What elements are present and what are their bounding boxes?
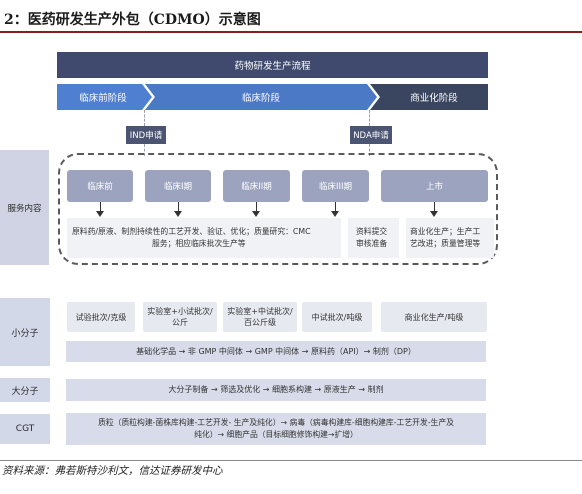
services-section-label: 服务内容 (0, 150, 49, 265)
service-desc-line1: 原料药/原液、制剂持续性的工艺开发、验证、优化；质量研究：CMC (72, 227, 311, 236)
stage-arrows: 临床前阶段 临床阶段 商业化阶段 (57, 84, 488, 110)
phase-preclinical: 临床前 (67, 170, 133, 202)
small-molecule-stage-2-line1: 实验室+小试批次/ (147, 307, 213, 316)
large-molecule-section-label: 大分子 (0, 378, 50, 402)
stage-preclinical: 临床前阶段 (79, 93, 127, 104)
nda-application-label: NDA申请 (350, 126, 392, 144)
cgt-chain-line1: 质粒（质粒构建-菌株库构建-工艺开发- 生产及纯化）→ 病毒（病毒构建库-细胞构… (98, 418, 454, 427)
small-molecule-stage-1-line1: 试验批次/克级 (75, 312, 127, 322)
nda-connector (369, 110, 370, 126)
ind-connector-lower (144, 144, 145, 156)
arrow-clinical-1 (178, 202, 179, 212)
phase-clinical-3: 临床III期 (302, 170, 369, 202)
arrow-head-clinical-3 (331, 211, 339, 217)
small-molecule-section-label: 小分子 (0, 298, 50, 366)
service-desc-line2: 服务；相应临床批次生产等 (152, 239, 246, 248)
title-divider (0, 31, 582, 33)
commercial-desc-line2: 艺改进；质量管理等 (410, 239, 481, 248)
cgt-chain-line2: 纯化）→ 细胞产品（目标细胞修饰构建→扩增） (194, 430, 358, 439)
ind-connector (144, 110, 145, 126)
nda-desc-line1: 资料提交 (356, 227, 388, 236)
small-molecule-chain: 基础化学品 → 非 GMP 中间体 → GMP 中间体 → 原料药（API）→ … (66, 341, 486, 362)
cgt-chain: 质粒（质粒构建-菌株库构建-工艺开发- 生产及纯化）→ 病毒（病毒构建库-细胞构… (66, 413, 486, 445)
small-molecule-stage-4: 中试批次/吨级 (302, 302, 372, 332)
figure-title: 2：医药研发生产外包（CDMO）示意图 (4, 12, 261, 28)
small-molecule-stage-4-line1: 中试批次/吨级 (311, 312, 363, 322)
service-desc-box (67, 218, 341, 258)
small-molecule-stage-3: 实验室+中试批次/百公斤级 (223, 302, 297, 332)
arrow-head-clinical-2 (252, 211, 260, 217)
arrow-head-market (430, 211, 438, 217)
commercial-desc-box (406, 218, 494, 258)
arrow-clinical-3 (335, 202, 336, 212)
source-divider (0, 460, 582, 461)
large-molecule-chain: 大分子制备 → 筛选及优化 → 细胞系构建 → 原液生产 → 制剂 (66, 379, 486, 401)
cgt-section-label: CGT (0, 414, 50, 444)
small-molecule-stage-5: 商业化生产/吨级 (381, 302, 487, 332)
small-molecule-stage-2-line2: 公斤 (172, 318, 188, 327)
arrow-preclinical (100, 202, 101, 212)
process-banner: 药物研发生产流程 (57, 52, 488, 78)
ind-application-label: IND申请 (126, 126, 166, 144)
source-note: 资料来源：弗若斯特沙利文，信达证券研发中心 (2, 465, 223, 477)
phase-clinical-1: 临床I期 (145, 170, 211, 202)
arrow-head-clinical-1 (174, 211, 182, 217)
phase-clinical-2: 临床II期 (223, 170, 290, 202)
nda-desc-line2: 审核准备 (356, 239, 388, 248)
small-molecule-stage-3-line2: 百公斤级 (244, 318, 276, 327)
small-molecule-stage-3-line1: 实验室+中试批次/ (227, 307, 293, 316)
arrow-head-preclinical (96, 211, 104, 217)
nda-desc-box (348, 218, 399, 258)
stage-commercial: 商业化阶段 (410, 93, 458, 104)
commercial-desc-line1: 商业化生产；生产工 (410, 227, 481, 236)
stage-clinical: 临床阶段 (241, 93, 280, 104)
small-molecule-stage-1: 试验批次/克级 (67, 302, 135, 332)
stage-arrow-shapes (57, 84, 488, 110)
phase-market: 上市 (381, 170, 488, 202)
nda-connector-lower (369, 144, 370, 156)
arrow-market (434, 202, 435, 212)
small-molecule-stage-5-line1: 商业化生产/吨级 (404, 312, 464, 322)
arrow-clinical-2 (256, 202, 257, 212)
small-molecule-stage-2: 实验室+小试批次/公斤 (143, 302, 217, 332)
services-dashed-frame (58, 153, 498, 265)
